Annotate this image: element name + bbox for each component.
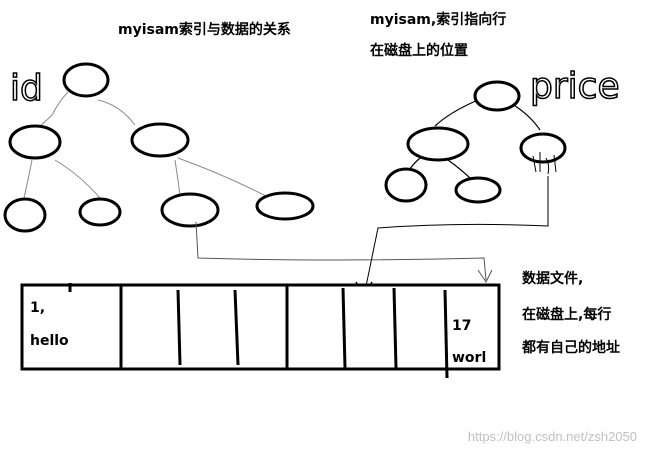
side-note-line2: 在磁盘上,每行 [522,307,612,323]
last-row-id: 17 [452,318,472,334]
right-title-line1: myisam,索引指向行 [370,12,507,28]
tree-node [473,80,521,112]
first-row-id: 1, [30,300,46,316]
tree-node [255,191,315,221]
tree-edge [23,159,33,199]
data-file [20,283,501,379]
watermark: https://blog.csdn.net/zsh2050 [467,429,637,444]
tree-node [8,124,62,160]
id-index-tree [3,62,315,233]
tree-node [454,176,502,204]
node-scribble [532,152,557,175]
side-note-line1: 数据文件, [522,271,584,287]
left-index-pointer [195,221,487,281]
last-row-value: worl [452,350,487,366]
tree-edge [39,91,69,127]
tree-node [160,192,220,228]
right-title-line2: 在磁盘上的位置 [370,43,468,59]
price-index-tree [384,80,567,204]
tree-node [78,197,122,227]
row-divider [392,287,398,369]
row-divider [443,289,449,379]
tree-node [3,197,47,233]
tree-edge [54,159,101,199]
tree-node [519,132,567,164]
row-divider [341,287,347,369]
first-row-value: hello [30,333,69,349]
tree-node [130,122,190,158]
tree-node [384,167,428,203]
tree-node [406,126,470,162]
tree-edge [447,159,473,181]
side-note-line3: 都有自己的地址 [522,340,620,356]
tree-edge [511,103,541,131]
tree-edge [434,99,479,127]
tree-node [62,62,110,98]
row-divider [176,289,182,366]
tree-edge [97,99,136,126]
left-title: myisam索引与数据的关系 [118,22,291,38]
data-file-box [20,283,501,371]
id-tree-label: id [10,68,43,109]
tree-edge [177,157,271,199]
row-divider [233,289,240,366]
price-tree-label: price [530,66,620,107]
pointer-arrowhead [477,269,493,283]
right-index-pointer [363,176,549,297]
tree-edge [174,159,181,196]
